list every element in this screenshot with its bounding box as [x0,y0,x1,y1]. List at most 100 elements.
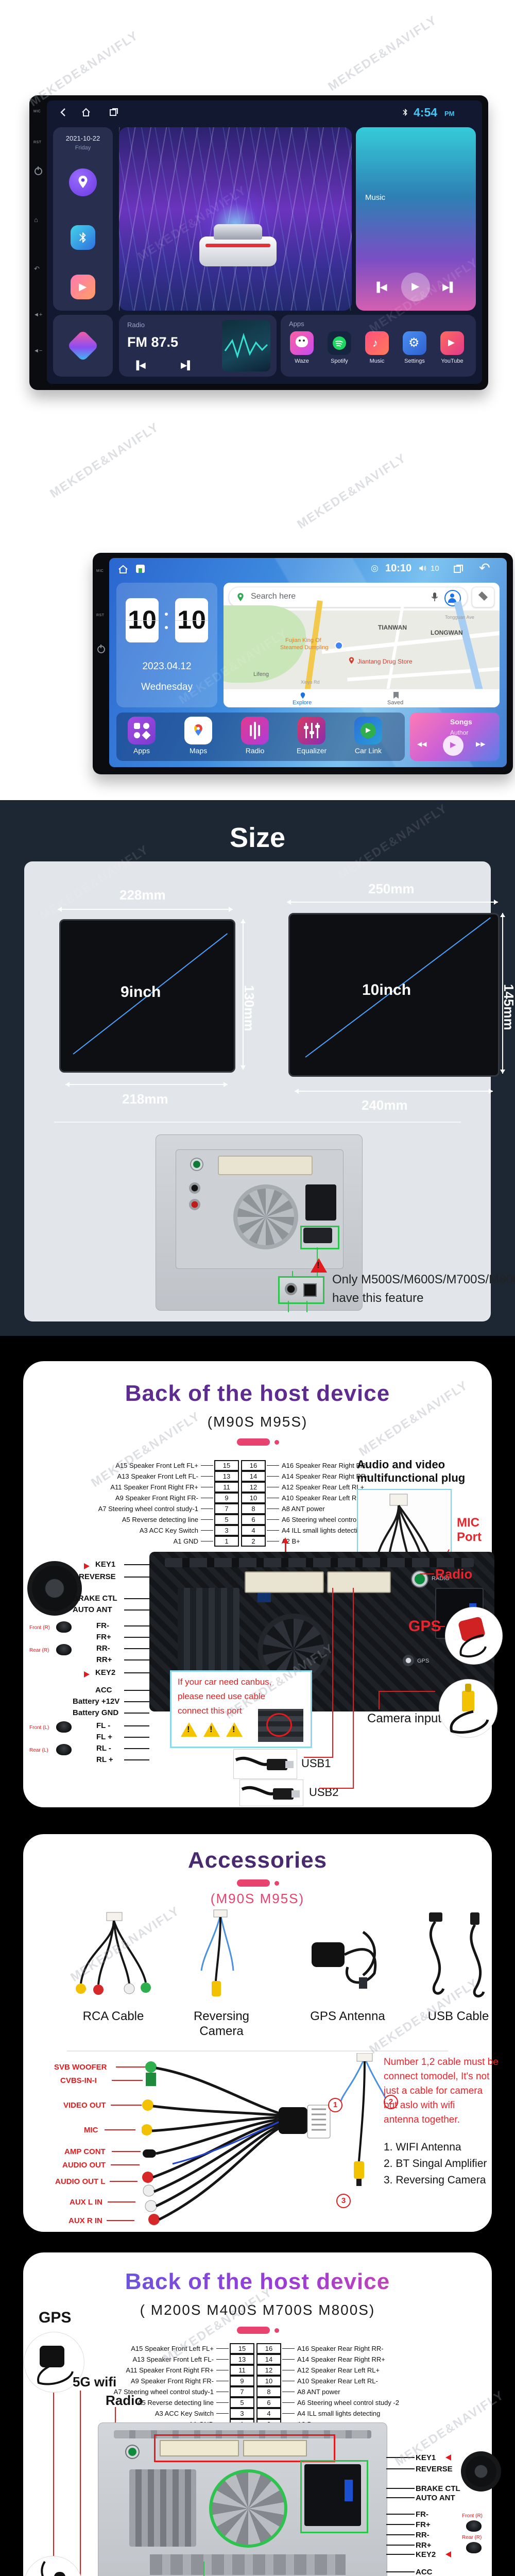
avatar-icon[interactable] [444,590,461,606]
feature-port-highlight [300,1226,339,1249]
harness-label: RL - [96,1744,111,1753]
mic-port-label-1: MIC [457,1516,479,1530]
volume-up-icon[interactable]: ◄+ [33,312,43,318]
power-button-icon[interactable] [35,166,42,175]
next-track-icon[interactable]: ▶▌ [442,282,456,292]
mic-port-label-2: Port [457,1530,482,1544]
map-blue-dot [335,641,343,650]
cooling-fan-photo [209,2469,287,2548]
maps-app-icon[interactable] [184,717,212,744]
size-device-10: 10inch [288,913,500,1077]
spotify-icon[interactable] [328,331,351,355]
speaker-tag: Front (R) [29,1625,50,1631]
music-widget[interactable]: Music ▐◀ ▶ ▶▌ [356,127,476,311]
music-widget[interactable]: Songs Author ◀◀ ▶ ▶▶ [410,713,500,761]
status-home-icon[interactable] [117,564,129,574]
saved-bookmark-icon [393,692,399,699]
map-widget[interactable]: Search here [224,583,500,707]
harness-label: Battery +12V [73,1697,120,1706]
back2-section: Back of the host device ( M200S M400S M7… [23,2252,501,2576]
home-button-icon[interactable]: ⌂ [34,216,38,224]
rst-hole-label: RST [96,614,105,617]
play-icon: ▶ [411,281,420,292]
dim-10-bottom: 240mm [362,1097,408,1113]
voice-search-mic-icon[interactable] [431,592,438,602]
back2-title: Back of the host device [23,2269,492,2295]
back-button-icon[interactable]: ↶ [34,265,40,273]
device-photo-9inch: MIC RST ⌂ ↶ ◄+ ◄− 4:54 PM 2021-10-22 Fri… [29,95,488,390]
cube-icon [66,329,99,362]
map-poi2-label: Jiantang Drug Store [357,658,413,665]
gps-port-photo [403,1655,414,1666]
map-poi1-line2: Steamed Dumpling [280,645,329,651]
video-shortcut[interactable]: ▶ [71,275,95,299]
radio-label2: Radio [106,2393,143,2408]
search-bar[interactable]: Search here [229,587,468,607]
clock-widget[interactable]: 10 10 2023.04.12 Wednesday [116,583,217,707]
harness-label: FL + [96,1733,112,1741]
power-button-icon[interactable] [97,645,105,653]
harness-label: KEY1 [95,1560,116,1569]
radio-widget[interactable]: Radio FM 87.5 ▐◀ ▶▌ [119,315,277,377]
dim-10-top: 250mm [368,881,415,896]
gps-antenna-photo [301,1911,394,2004]
harness-label: KEY1 [416,2453,436,2462]
bluetooth-shortcut[interactable] [71,225,95,250]
radio-prev-icon[interactable]: ▐◀ [133,361,146,370]
map-road [386,605,404,693]
device2-screen: ◎ 10:10 10 ↶ 10 10 2023.04.12 Wednesday … [109,558,507,767]
nav-back-icon[interactable] [58,107,68,117]
dock-widget: Apps Maps Radio Equalizer [116,713,405,761]
tab-saved[interactable]: Saved [387,700,404,706]
rca-label: VIDEO OUT [63,2101,106,2110]
radio-next-icon[interactable]: ▶▌ [181,361,193,370]
map-canvas[interactable]: Tongguan Ave TIANWAN LONGWAN Fujian King… [224,600,500,703]
nav-home-icon[interactable] [81,107,91,117]
layers-button[interactable] [472,587,494,607]
carlink-app-icon[interactable]: ▶ [354,717,382,744]
harness-label: FR- [416,2510,428,2519]
speaker-icon [466,2542,482,2553]
divider-pill [237,1879,279,1887]
clock-day: Wednesday [141,682,193,692]
music-app-icon[interactable]: ♪ [365,331,389,355]
dim-line [241,919,246,1070]
harness-label: AUTO ANT [416,2494,455,2502]
play-button[interactable]: ▶ [401,273,430,301]
recents-icon[interactable] [453,564,464,573]
radio-app-icon[interactable] [241,717,269,744]
previous-track-icon[interactable]: ▐◀ [373,282,387,292]
google-pin-icon [237,593,244,601]
radio-widget-label: Radio [127,321,145,329]
youtube-icon[interactable]: ▶ [440,331,464,355]
rca-label: AUDIO OUT [62,2161,106,2170]
note-line: Number 1,2 cable must be [384,2057,499,2067]
dim-line [58,907,233,912]
feature-note-line2: have this feature [332,1291,424,1305]
launcher-icon[interactable] [136,565,145,573]
nav-recents-icon[interactable] [109,107,119,117]
sidebar-cube-card[interactable] [53,315,113,377]
forward-icon[interactable]: ▶▶ [476,740,486,748]
waze-icon[interactable] [290,331,314,355]
canbus-port-photo [258,1709,303,1742]
rewind-icon[interactable]: ◀◀ [417,740,427,748]
circled-number: 2 [384,2095,398,2109]
volume-down-icon[interactable]: ◄− [33,348,43,354]
settings-gear-icon[interactable]: ⚙ [403,331,426,355]
navigation-shortcut[interactable] [69,168,97,196]
wallpaper-image [119,127,352,311]
equalizer-app-icon[interactable] [298,717,325,744]
location-icon [78,176,88,188]
explore-pin-icon [300,692,305,699]
divider [67,2050,448,2052]
tab-explore[interactable]: Explore [293,700,312,706]
size-section: Size 228mm 9inch 130mm 218mm 250mm 10inc… [0,800,515,1336]
dim-9-top: 228mm [119,887,166,903]
back-arrow-icon[interactable]: ↶ [479,560,490,575]
play-button[interactable]: ▶ [443,735,464,756]
apps-grid-icon[interactable] [128,717,156,744]
speaker-tag: Front (R) [462,2513,483,2519]
mic-hole-label: MIC [33,110,41,113]
